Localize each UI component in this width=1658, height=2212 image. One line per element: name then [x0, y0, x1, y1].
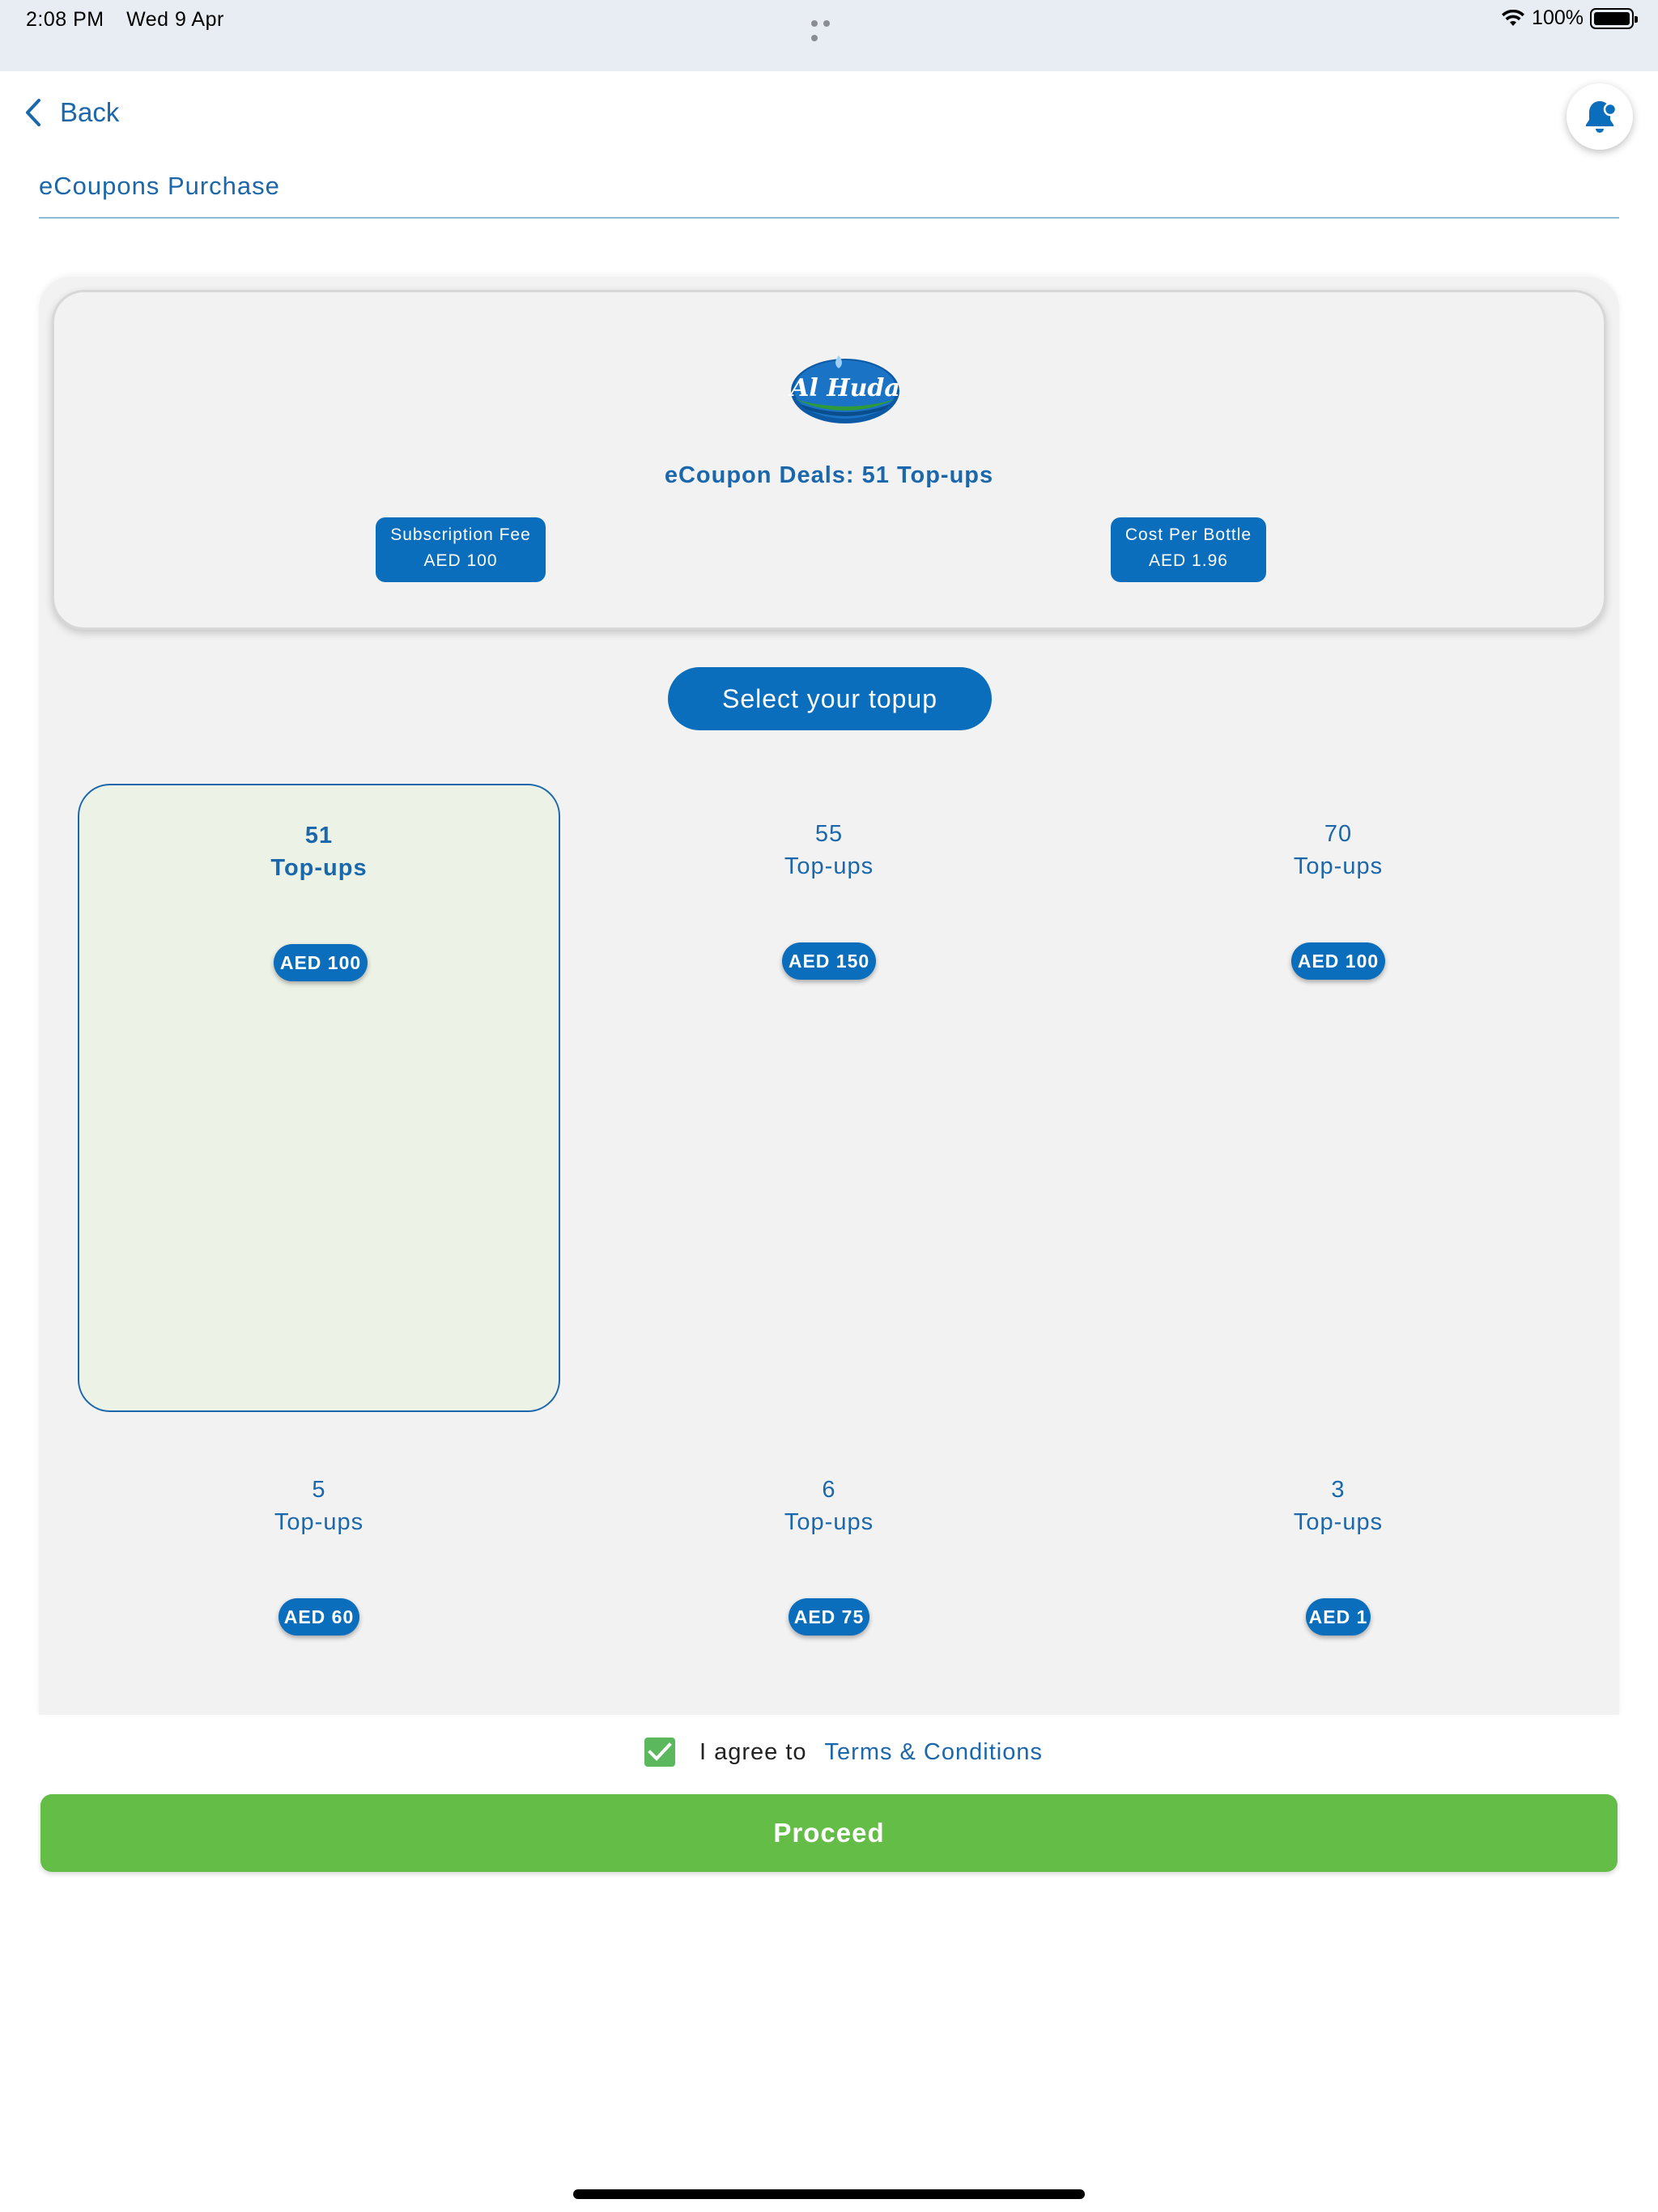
topup-option-70[interactable]: 70 Top-ups AED 100	[1097, 784, 1579, 1412]
topup-option-6[interactable]: 6 Top-ups AED 75	[588, 1440, 1070, 1715]
topup-count: 5	[312, 1477, 326, 1503]
select-topup-button[interactable]: Select your topup	[668, 667, 992, 730]
notifications-button[interactable]	[1567, 83, 1633, 150]
topup-unit: Top-ups	[1293, 1509, 1384, 1535]
topup-option-51[interactable]: 51 Top-ups AED 100	[78, 784, 560, 1412]
deal-card: Al Huda eCoupon Deals: 51 Top-ups Subscr…	[52, 290, 1606, 630]
topup-price: AED 75	[789, 1598, 869, 1636]
cost-per-bottle-label: Cost Per Bottle	[1124, 525, 1252, 544]
subscription-fee-label: Subscription Fee	[390, 525, 531, 544]
proceed-button[interactable]: Proceed	[40, 1794, 1618, 1872]
page-title: eCoupons Purchase	[39, 172, 280, 200]
topup-option-5[interactable]: 5 Top-ups AED 60	[78, 1440, 560, 1715]
topup-price: AED 150	[782, 942, 876, 980]
topup-option-3[interactable]: 3 Top-ups AED 1	[1097, 1440, 1579, 1715]
topup-count: 70	[1324, 821, 1353, 847]
cost-per-bottle-value: AED 1.96	[1149, 551, 1228, 570]
back-button[interactable]: Back	[23, 97, 119, 128]
subscription-fee-value: AED 100	[423, 551, 498, 570]
bell-icon	[1586, 101, 1618, 133]
topup-unit: Top-ups	[1293, 853, 1384, 879]
agree-text: I agree to	[699, 1738, 807, 1765]
battery-percent: 100%	[1532, 6, 1584, 29]
svg-text:Al Huda: Al Huda	[789, 374, 900, 402]
deal-title: eCoupon Deals: 51 Top-ups	[664, 462, 994, 488]
topup-price: AED 1	[1306, 1598, 1371, 1636]
topup-option-55[interactable]: 55 Top-ups AED 150	[588, 784, 1070, 1412]
topup-price: AED 100	[274, 944, 368, 981]
battery-icon	[1590, 7, 1638, 29]
chevron-left-icon	[26, 99, 40, 126]
cost-per-bottle-chip: Cost Per Bottle AED 1.96	[1111, 517, 1266, 582]
topup-price: AED 60	[278, 1598, 359, 1636]
topup-unit: Top-ups	[274, 1509, 364, 1535]
status-date: Wed 9 Apr	[126, 8, 224, 31]
terms-link[interactable]: Terms & Conditions	[824, 1738, 1043, 1765]
agree-checkbox[interactable]	[644, 1738, 675, 1767]
title-divider	[39, 217, 1619, 219]
topup-count: 3	[1331, 1477, 1346, 1503]
back-label: Back	[60, 97, 120, 127]
status-time-date: 2:08 PM Wed 9 Apr	[26, 8, 240, 32]
topup-count: 55	[814, 821, 844, 847]
terms-agreement: I agree to Terms & Conditions	[644, 1738, 1043, 1767]
status-bar: 2:08 PM Wed 9 Apr 100%	[0, 0, 1658, 71]
check-icon	[648, 1742, 672, 1761]
al-huda-logo: Al Huda	[789, 355, 900, 423]
status-time: 2:08 PM	[26, 8, 104, 31]
topup-unit: Top-ups	[784, 853, 874, 879]
topup-count: 51	[304, 823, 334, 849]
topup-unit: Top-ups	[784, 1509, 874, 1535]
subscription-fee-chip: Subscription Fee AED 100	[376, 517, 546, 582]
home-indicator[interactable]	[573, 2189, 1085, 2199]
wifi-icon	[1502, 9, 1525, 26]
topup-unit: Top-ups	[270, 855, 368, 881]
topup-count: 6	[822, 1477, 836, 1503]
status-indicators: 100%	[1501, 6, 1638, 30]
topup-price: AED 100	[1291, 942, 1385, 980]
topup-panel: Al Huda eCoupon Deals: 51 Top-ups Subscr…	[39, 277, 1619, 1715]
multitasking-dots-icon[interactable]	[811, 16, 847, 41]
